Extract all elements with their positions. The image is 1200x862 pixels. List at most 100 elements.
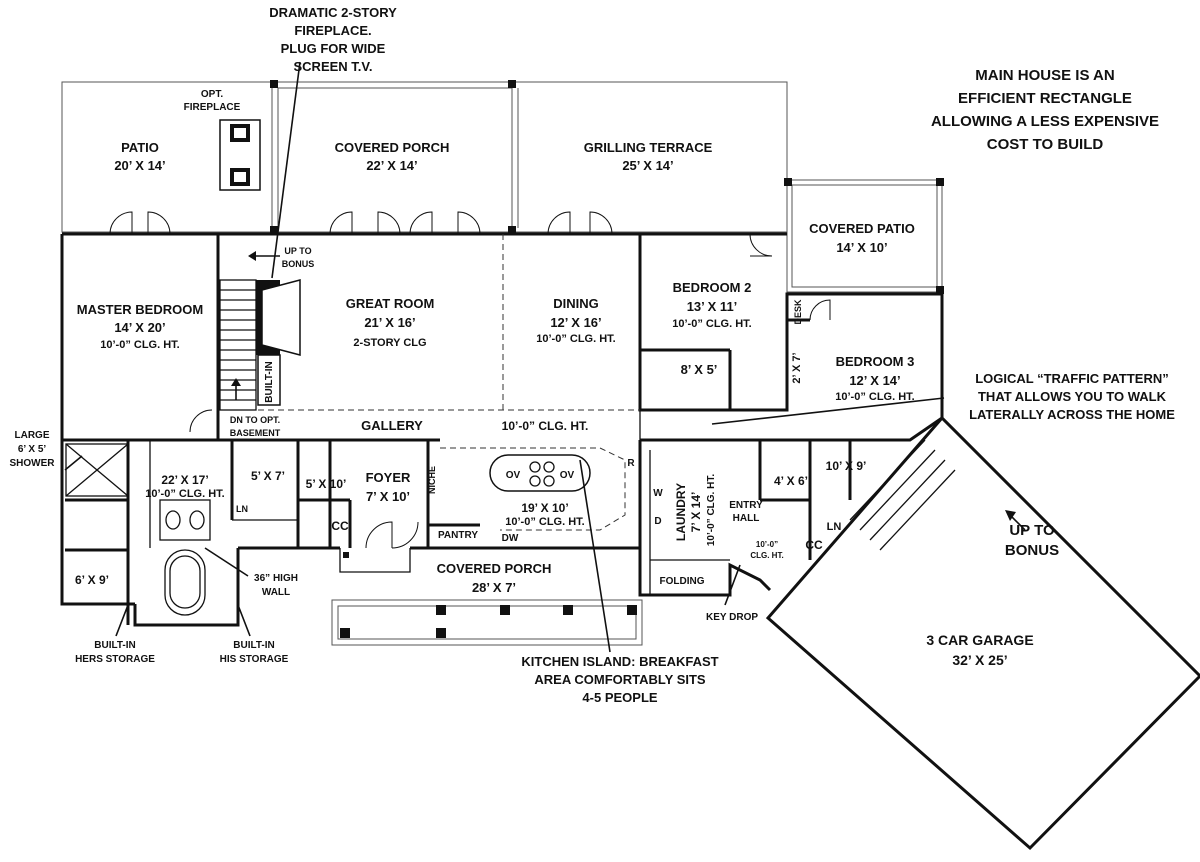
covered-porch-front-label: COVERED PORCH 28’ X 7’	[437, 561, 552, 595]
fireplace-callout-line-3: PLUG FOR WIDE	[281, 41, 386, 56]
great-room-label: GREAT ROOM 21’ X 16’ 2-STORY CLG	[346, 296, 435, 349]
up-to-bonus-stair-label: UP TO BONUS	[282, 246, 315, 269]
foyer-label: FOYER 7’ X 10’	[366, 470, 411, 504]
interior-walls	[62, 234, 852, 625]
entry-hall-line-2: HALL	[733, 513, 760, 524]
hers-storage-line-1: BUILT-IN	[94, 640, 135, 651]
key-drop-label: KEY DROP	[706, 612, 758, 623]
his-storage-line-2: HIS STORAGE	[220, 654, 289, 665]
opt-fireplace-line-1: OPT.	[201, 89, 223, 100]
covered-patio-label: COVERED PATIO 14’ X 10’	[809, 221, 915, 255]
wc-5x7-label: 5’ X 7’	[251, 469, 285, 483]
laundry-size: 7’ X 14’	[689, 492, 703, 533]
high-wall-line-2: WALL	[262, 587, 290, 598]
covered-porch-rear-size: 22’ X 14’	[366, 158, 417, 173]
entry-clg-label: 10’-0” CLG. HT.	[750, 540, 783, 560]
high-wall-callout: 36” HIGH WALL	[254, 573, 298, 598]
high-wall-line-1: 36” HIGH	[254, 573, 298, 584]
entry-clg-line-2: CLG. HT.	[750, 551, 783, 560]
patio-label: PATIO 20’ X 14’	[114, 140, 165, 173]
laundry-clg: 10’-0” CLG. HT.	[706, 474, 717, 546]
traffic-callout: LOGICAL “TRAFFIC PATTERN” THAT ALLOWS YO…	[969, 371, 1175, 422]
oven-1-label: OV	[506, 470, 521, 481]
shower-callout: LARGE 6’ X 5’ SHOWER	[10, 430, 56, 469]
master-bedroom-label: MASTER BEDROOM 14’ X 20’ 10’-0” CLG. HT.	[77, 302, 203, 351]
rectangle-callout-line-1: MAIN HOUSE IS AN	[975, 67, 1114, 84]
master-bath-size: 22’ X 17’	[161, 473, 208, 487]
outdoor-outlines	[61, 81, 943, 293]
grilling-terrace-name: GRILLING TERRACE	[584, 140, 713, 155]
foyer-name: FOYER	[366, 470, 411, 485]
bedroom3-name: BEDROOM 3	[836, 354, 915, 369]
niche-label: NICHE	[427, 466, 437, 494]
kitchen-label: 19’ X 10’ 10’-0” CLG. HT.	[505, 501, 584, 528]
master-bath-clg: 10’-0” CLG. HT.	[145, 488, 224, 500]
opt-fireplace-line-2: FIREPLACE	[184, 102, 241, 113]
entry-clg-line-1: 10’-0”	[756, 540, 778, 549]
covered-porch-front-name: COVERED PORCH	[437, 561, 552, 576]
kitchen-size: 19’ X 10’	[521, 501, 568, 515]
kitchen-island	[440, 447, 626, 531]
great-room-clg: 2-STORY CLG	[353, 337, 426, 349]
garage-outline	[765, 415, 1200, 851]
fridge-label: R	[627, 458, 635, 469]
fireplace-callout: DRAMATIC 2-STORY FIREPLACE. PLUG FOR WID…	[269, 5, 397, 74]
powder-5x10-label: 5’ X 10’	[306, 477, 347, 491]
rectangle-callout: MAIN HOUSE IS AN EFFICIENT RECTANGLE ALL…	[931, 67, 1159, 153]
master-bath-fixtures	[65, 443, 211, 616]
hers-storage-line-2: HERS STORAGE	[75, 654, 155, 665]
bedroom3-label: BEDROOM 3 12’ X 14’ 10’-0” CLG. HT.	[835, 354, 914, 403]
traffic-callout-line-1: LOGICAL “TRAFFIC PATTERN”	[975, 371, 1169, 386]
great-room-size: 21’ X 16’	[364, 315, 415, 330]
garage-name: 3 CAR GARAGE	[926, 632, 1033, 648]
traffic-callout-line-2: THAT ALLOWS YOU TO WALK	[978, 389, 1167, 404]
rectangle-callout-line-3: ALLOWING A LESS EXPENSIVE	[931, 113, 1159, 130]
fireplace-callout-line-4: SCREEN T.V.	[294, 59, 373, 74]
great-room-name: GREAT ROOM	[346, 296, 435, 311]
up-to-bonus-line-2: BONUS	[282, 259, 315, 269]
dining-clg: 10’-0” CLG. HT.	[536, 333, 615, 345]
ln-master-label: LN	[236, 504, 248, 514]
oven-2-label: OV	[560, 470, 575, 481]
island-callout: KITCHEN ISLAND: BREAKFAST AREA COMFORTAB…	[521, 654, 718, 705]
hers-storage-callout: BUILT-IN HERS STORAGE	[75, 640, 155, 665]
bath-10x9-label: 10’ X 9’	[826, 459, 867, 473]
exterior-walls	[60, 232, 944, 627]
dining-size: 12’ X 16’	[550, 315, 601, 330]
patio-name: PATIO	[121, 140, 159, 155]
dn-basement-label: DN TO OPT. BASEMENT	[230, 415, 281, 438]
shower-line-3: SHOWER	[10, 458, 56, 469]
garage-bonus-callout: UP TO BONUS	[1005, 522, 1059, 559]
gallery-clg: 10’-0” CLG. HT.	[502, 419, 589, 433]
bedroom2-label: BEDROOM 2 13’ X 11’ 10’-0” CLG. HT.	[672, 280, 751, 330]
covered-porch-rear-name: COVERED PORCH	[335, 140, 450, 155]
covered-patio-name: COVERED PATIO	[809, 221, 915, 236]
fireplace-callout-line-1: DRAMATIC 2-STORY	[269, 5, 397, 20]
porch-posts	[270, 80, 944, 294]
washer-label: W	[653, 488, 663, 499]
his-storage-line-1: BUILT-IN	[233, 640, 274, 651]
dining-label: DINING 12’ X 16’ 10’-0” CLG. HT.	[536, 296, 615, 345]
kitchen-clg: 10’-0” CLG. HT.	[505, 516, 584, 528]
covered-porch-front-size: 28’ X 7’	[472, 580, 516, 595]
opt-fireplace-graphic	[219, 119, 261, 191]
bath2-size: 8’ X 5’	[681, 362, 718, 377]
fireplace-block	[256, 279, 301, 406]
master-bedroom-clg: 10’-0” CLG. HT.	[100, 339, 179, 351]
shower-line-1: LARGE	[15, 430, 50, 441]
laundry-label: LAUNDRY 7’ X 14’ 10’-0” CLG. HT.	[674, 474, 717, 546]
shower-line-2: 6’ X 5’	[18, 444, 47, 455]
bedroom2-name: BEDROOM 2	[673, 280, 752, 295]
master-bedroom-name: MASTER BEDROOM	[77, 302, 203, 317]
rectangle-callout-line-2: EFFICIENT RECTANGLE	[958, 90, 1132, 107]
opt-fireplace-label: OPT. FIREPLACE	[184, 89, 241, 113]
bedroom2-clg: 10’-0” CLG. HT.	[672, 318, 751, 330]
closet-4x6-label: 4’ X 6’	[774, 474, 808, 488]
garage-label: 3 CAR GARAGE 32’ X 25’	[926, 632, 1033, 668]
dryer-label: D	[654, 516, 661, 527]
dn-basement-line-2: BASEMENT	[230, 428, 281, 438]
master-bath-label: 22’ X 17’ 10’-0” CLG. HT.	[145, 473, 224, 500]
island-callout-line-3: 4-5 PEOPLE	[582, 690, 657, 705]
built-in-label: BUILT-IN	[264, 361, 275, 402]
